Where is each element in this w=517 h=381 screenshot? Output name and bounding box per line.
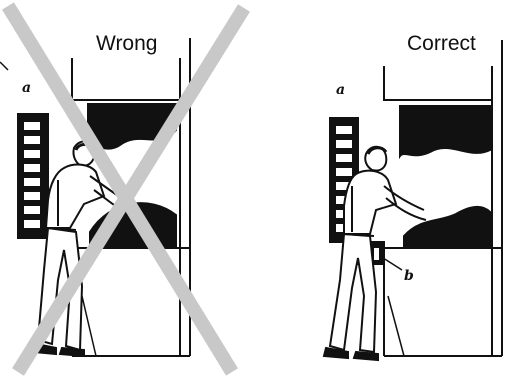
upper-opening-correct <box>399 105 491 160</box>
wrong-cross-mark <box>2 2 250 376</box>
correct-panel <box>322 40 503 362</box>
worker-figure-correct <box>322 145 427 362</box>
correct-label-b: b <box>404 268 414 284</box>
lower-opening-correct <box>403 206 491 247</box>
worker-figure-wrong <box>32 140 133 358</box>
control-panel-a <box>17 113 49 239</box>
correct-panel-title: Correct <box>407 32 476 55</box>
wrong-label-a: a <box>22 80 31 96</box>
wrong-panel-title: Wrong <box>96 32 158 55</box>
correct-label-a: a <box>336 82 345 98</box>
